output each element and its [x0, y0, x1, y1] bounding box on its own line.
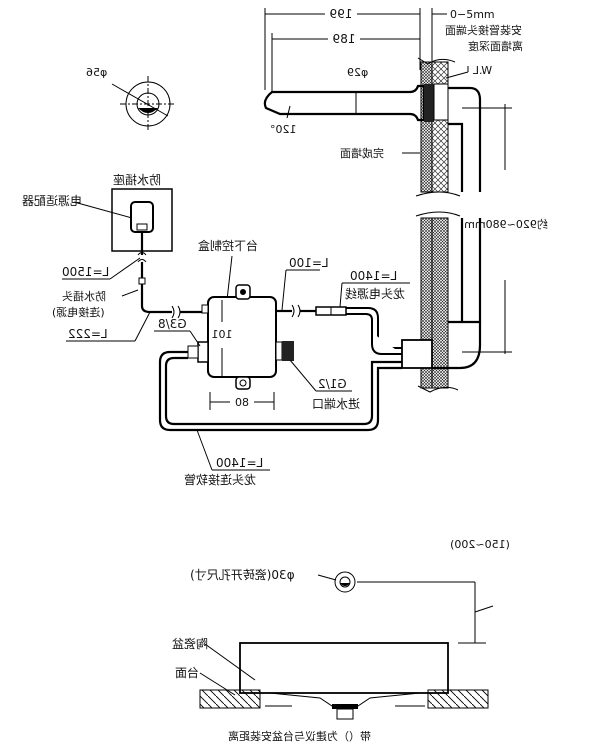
wall-gap-note-2: 离墙面深度 [468, 39, 523, 53]
plug-note: (连接电源) [52, 305, 105, 319]
finished-wall-label: 完成墙面 [340, 146, 384, 160]
dim-189-label: 189 [333, 32, 356, 46]
riser-pipe [432, 86, 512, 370]
hole-diameter-label: φ56 [86, 66, 107, 79]
inlet-label: 进水端口 [312, 397, 360, 411]
faucet-power-cable: L=1400 龙头电源线 [276, 269, 433, 369]
ceramic-basin: 陶瓷盆 [172, 636, 449, 720]
height-dimension: 约920~980mm [464, 104, 548, 354]
wall-gap-dimension: 0−5mm 安装管接头端面 离墙面深度 [431, 8, 523, 62]
water-level-marker: W.L [445, 64, 492, 79]
faucet-spout: φ29 120° [263, 66, 449, 136]
hole-detail-phi56: φ56 [86, 66, 176, 132]
countertop: 台面 [175, 665, 489, 709]
box-cable-length: L=100 [289, 256, 329, 270]
wall-gap-note-1: 安装管接头端面 [445, 23, 522, 37]
angle-label: 120° [270, 123, 297, 136]
socket-label: 防水插座 [113, 172, 161, 187]
box-cable-callout: L=100 [281, 256, 329, 311]
waterproof-socket: 防水插座 电源适配器 [22, 172, 173, 252]
dimension-189: 189 [271, 31, 420, 92]
control-box-label: 台下控制盒 [198, 238, 258, 253]
hose-length: L=1400 [216, 456, 263, 470]
power-cable: L=1500 防水插头 (连接电源) L=222 [52, 232, 202, 342]
plug-label: 防水插头 [62, 289, 106, 303]
lead-length-label: L=222 [68, 327, 108, 341]
hose-label: 龙头连接软管 [184, 472, 256, 487]
control-box-width-dim: 80 [209, 392, 275, 410]
outlet-thread-label: G3/8 [158, 317, 187, 331]
basin-label: 陶瓷盆 [172, 636, 208, 651]
water-level-label: W.L [472, 64, 492, 77]
control-box: 台下控制盒 101 [187, 238, 294, 390]
dimension-199: 199 [264, 6, 421, 90]
inlet-callout: G1/2 进水端口 [289, 359, 360, 411]
faucet-cable-length: L=1400 [350, 269, 397, 283]
dim-diameter-label: φ29 [347, 66, 368, 79]
box-height-dim: 101 [212, 328, 233, 341]
wall-gap-label: 0−5mm [450, 8, 495, 21]
basin-hole-label: φ30(瓷砖开孔尺寸) [190, 567, 295, 582]
outlet-thread-callout: G3/8 [154, 317, 201, 347]
faucet-hose: L=1400 龙头连接软管 [158, 350, 402, 487]
countertop-label: 台面 [175, 665, 199, 680]
socket-cable-length: L=1500 [62, 265, 109, 279]
basin-height-range: (150~200) [450, 538, 510, 551]
inlet-thread-label: G1/2 [318, 377, 347, 391]
dim-199-label: 199 [330, 7, 353, 21]
faucet-cable-label: 龙头电源线 [345, 287, 405, 301]
basin-hole: φ30(瓷砖开孔尺寸) [190, 567, 475, 593]
basin-height-dim: (150~200) [450, 538, 510, 644]
finished-wall-callout: 完成墙面 [340, 146, 420, 160]
footnote: 带（）为建议与台盆安装距离 [228, 729, 371, 743]
adapter-label: 电源适配器 [22, 194, 82, 208]
box-width-dim: 80 [235, 396, 249, 409]
height-range-label: 约920~980mm [464, 218, 548, 231]
